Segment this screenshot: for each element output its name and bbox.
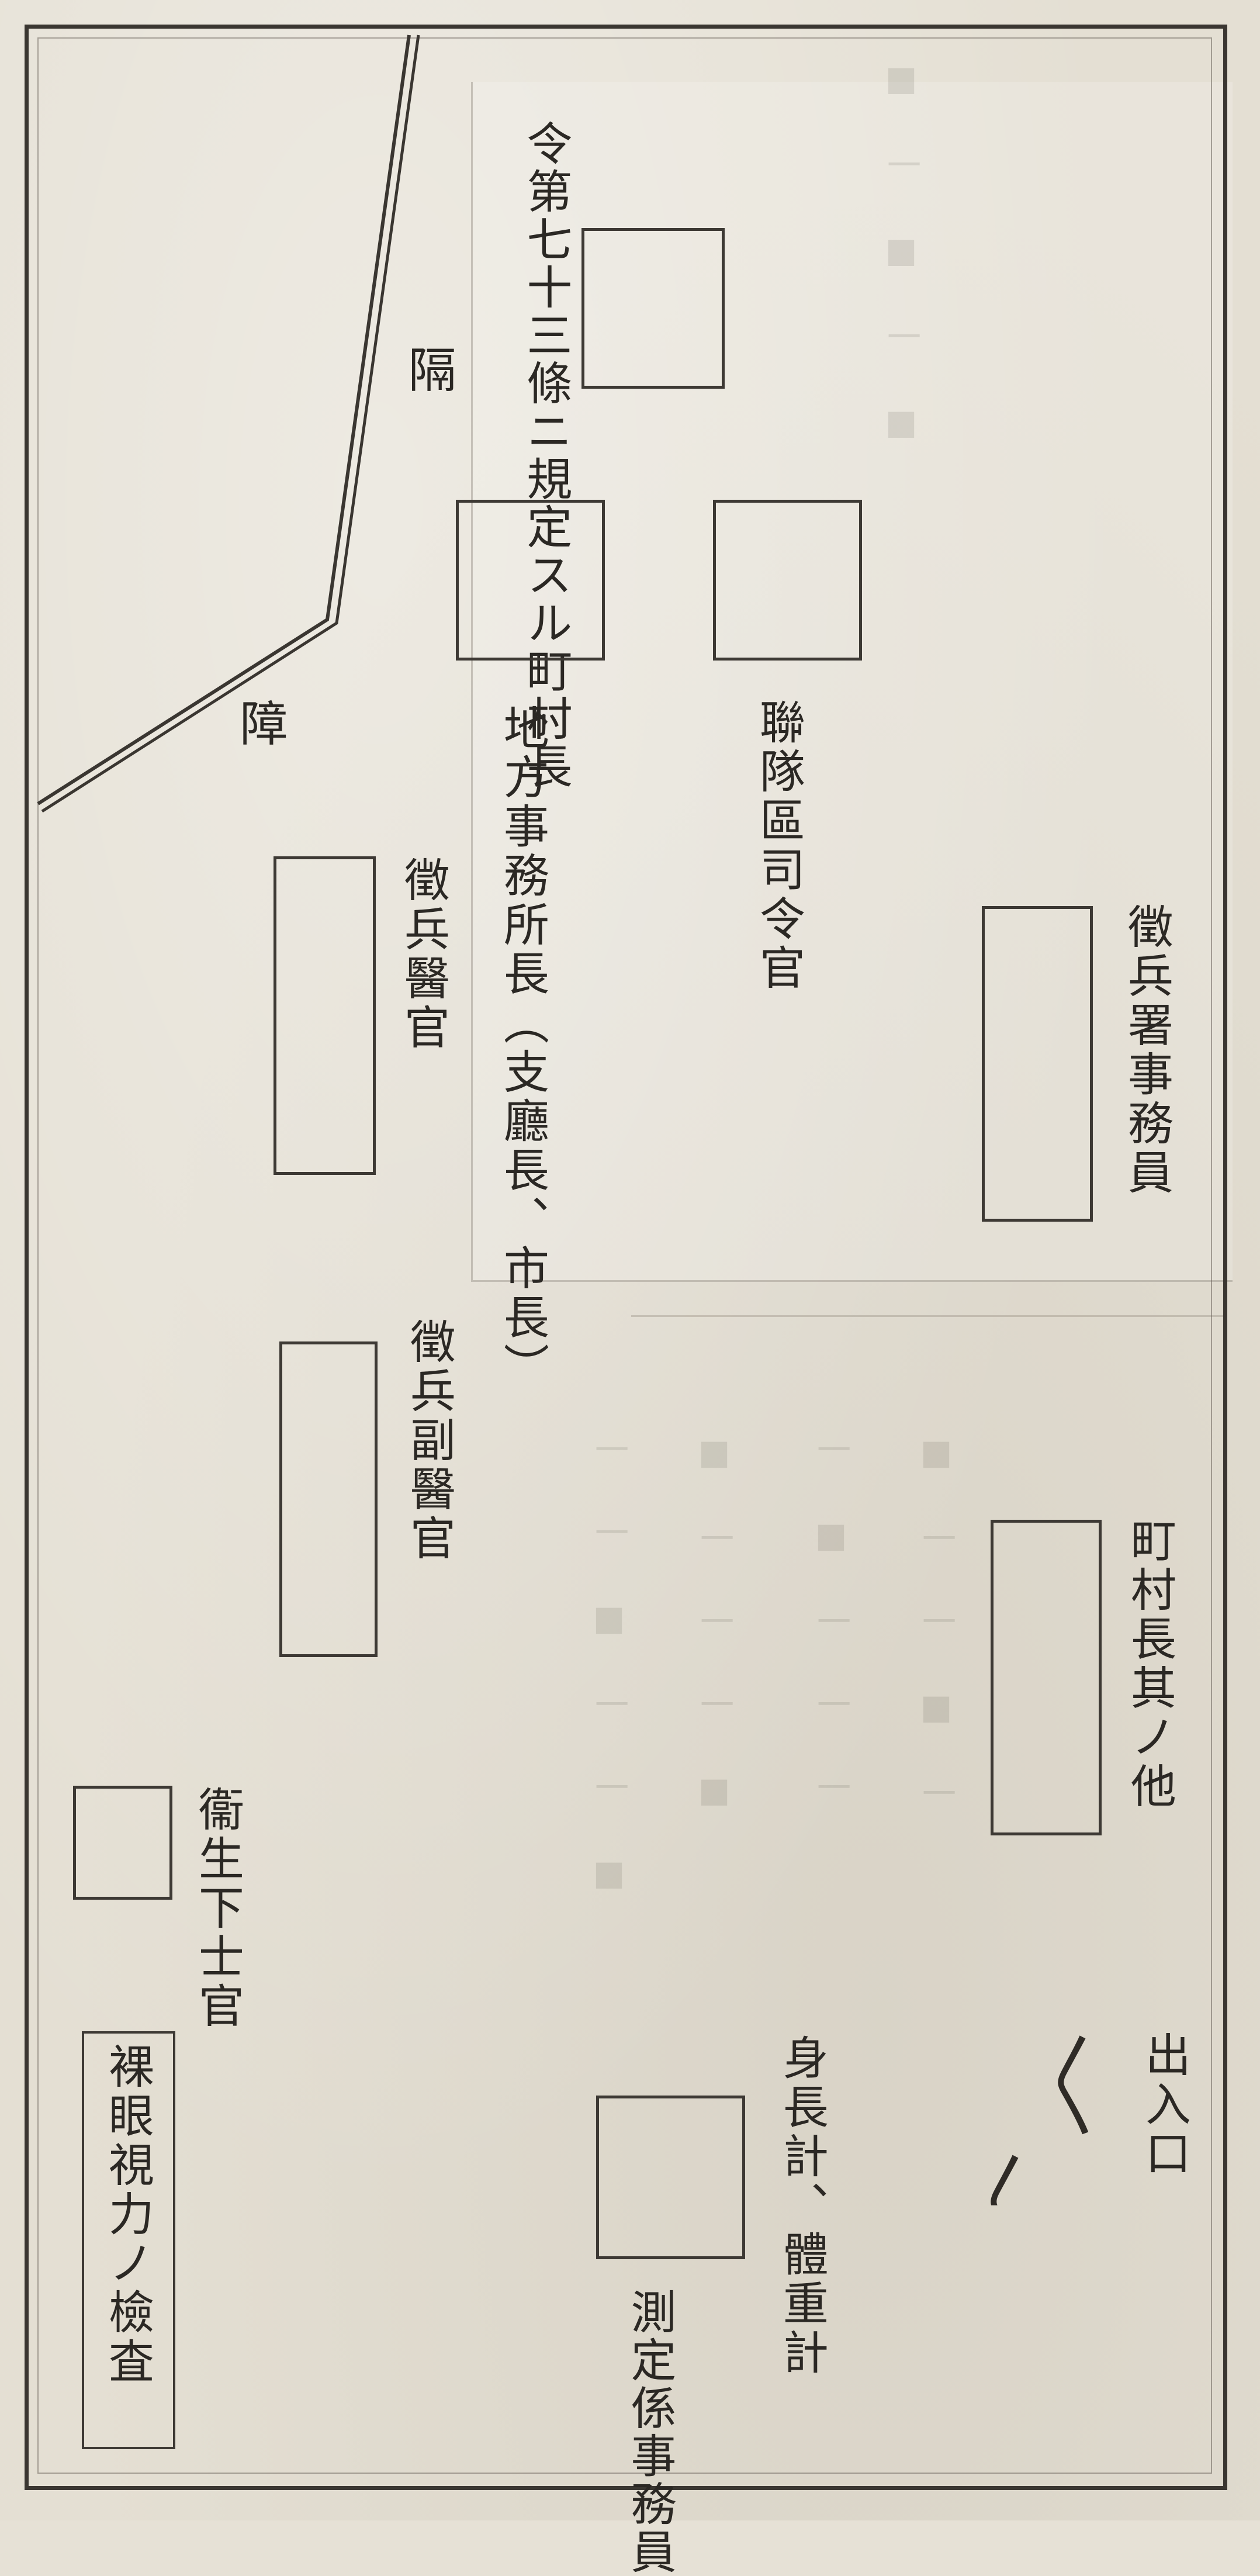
- seat-conscription-clerk: [982, 906, 1093, 1222]
- seat-regional-office-head: [456, 500, 605, 661]
- overlapping-sheet: [471, 82, 1233, 1282]
- regiment-commander-label: 聯隊區司令官: [752, 699, 805, 993]
- partition-label-top: 隔: [400, 345, 456, 396]
- deputy-physician-label: 徵兵副醫官: [402, 1318, 455, 1564]
- seat-regiment-commander: [713, 500, 862, 661]
- paper-background: [0, 0, 1260, 2520]
- room-outline-inner: [37, 37, 1212, 2474]
- town-head-etc-label: 町村長其ノ他: [1123, 1517, 1176, 1811]
- eyesight-exam-area: [82, 2031, 175, 2449]
- measurement-clerk-label: 測定係事務員: [621, 2288, 678, 2576]
- conscription-clerk-label: 徵兵署事務員: [1120, 903, 1173, 1198]
- seat-town-head-etc: [991, 1520, 1102, 1835]
- room-outline: [25, 25, 1227, 2490]
- seat-conscription-physician: [274, 856, 376, 1175]
- seat-town-head-regulation: [581, 228, 725, 389]
- seat-sanitary-nco: [73, 1786, 172, 1900]
- seat-measurement-clerk: [596, 2096, 745, 2259]
- eyesight-exam-label: 裸眼視力ノ檢査: [101, 2043, 154, 2387]
- sanitary-nco-label: 衞生下士官: [191, 1786, 244, 2031]
- entrance-arrow-lower: 〳: [982, 2150, 1034, 2211]
- seat-deputy-physician: [279, 1341, 378, 1657]
- partition-wall: [37, 34, 420, 813]
- regulation-text: 令第七十三條ニ規定スル町村長: [515, 120, 574, 791]
- height-weight-label: 身長計、體重計: [775, 2034, 828, 2378]
- entrance-label: 出入口: [1137, 2031, 1190, 2179]
- entrance-arrow-upper: 〱: [1049, 2057, 1101, 2117]
- regional-office-head-label: 地方事務所長（支廳長、市長）: [496, 704, 549, 1392]
- sheet-edge: [631, 1315, 1227, 1317]
- partition-label-bottom: 障: [231, 699, 288, 750]
- regulation-town-head-label: 令第七十三條ニ規定スル町村長: [515, 85, 574, 791]
- conscription-physician-label: 徵兵醫官: [396, 856, 449, 1053]
- measurement-clerk-text: 測定係事務員: [623, 2288, 676, 2576]
